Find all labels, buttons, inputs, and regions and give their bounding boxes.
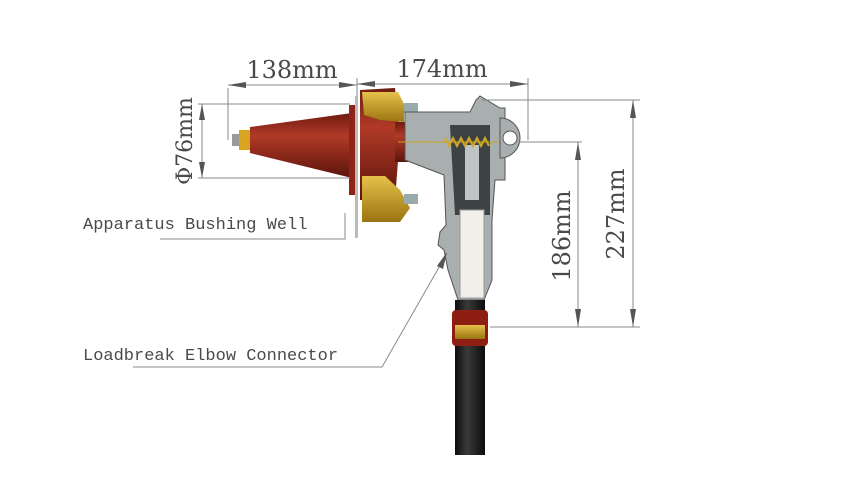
pulling-eye xyxy=(502,130,518,146)
mounting-plate xyxy=(355,96,358,238)
cable-band xyxy=(455,325,485,339)
dimension-76 xyxy=(198,103,350,179)
dimension-138 xyxy=(227,82,357,140)
label-elbow: Loadbreak Elbow Connector xyxy=(83,347,338,366)
callout-bushing: Apparatus Bushing Well xyxy=(83,213,346,240)
spring xyxy=(444,135,490,149)
callout-elbow: Loadbreak Elbow Connector xyxy=(83,252,447,368)
insulation xyxy=(459,209,485,299)
dim-label-186: 186mm xyxy=(548,190,576,282)
bracket-top xyxy=(362,92,404,122)
dim-label-174: 174mm xyxy=(396,55,488,83)
label-bushing: Apparatus Bushing Well xyxy=(83,216,307,235)
dim-label-138: 138mm xyxy=(246,56,338,84)
dimension-174 xyxy=(356,78,529,140)
dimension-186 xyxy=(490,141,640,328)
dim-label-227: 227mm xyxy=(602,168,630,260)
bracket-bottom xyxy=(362,176,410,222)
bushing-cone xyxy=(250,113,352,178)
stud xyxy=(232,134,240,146)
probe xyxy=(465,145,479,200)
dim-label-76: Φ76mm xyxy=(173,97,198,185)
loadbreak-elbow-connector xyxy=(398,95,521,455)
nut xyxy=(239,130,250,150)
dimension-227 xyxy=(482,99,640,327)
